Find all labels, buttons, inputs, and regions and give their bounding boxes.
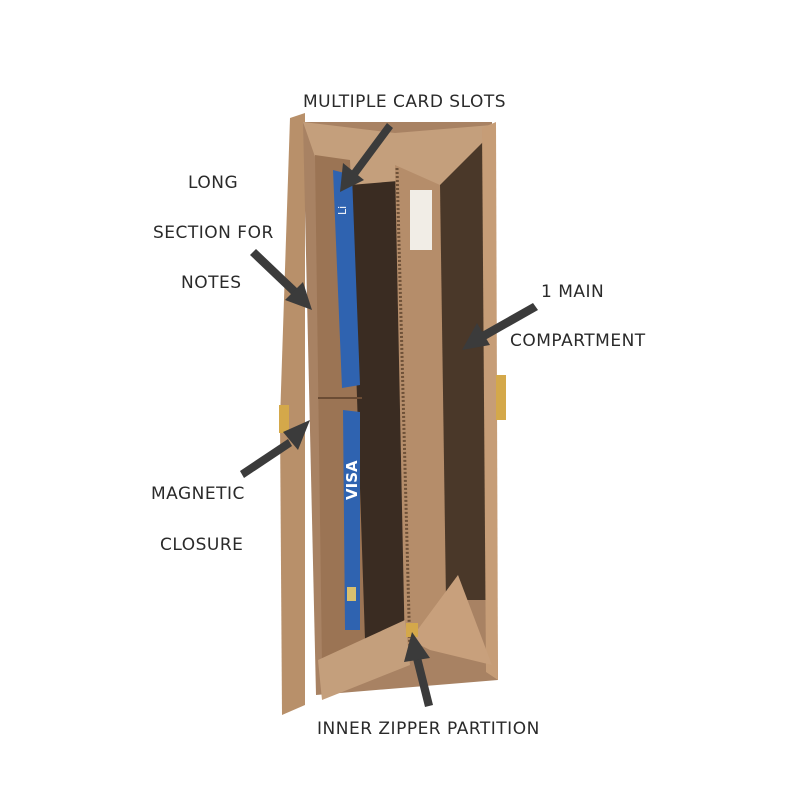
upper-card-brand: Li: [336, 206, 349, 215]
arrow-zipper: [404, 632, 433, 707]
right-clasp: [496, 375, 506, 420]
right-compartment-interior: [440, 140, 488, 600]
card-chip: [347, 587, 356, 601]
lower-card: [343, 410, 360, 630]
lower-card-brand: VISA: [343, 460, 361, 500]
main-compartment-interior: [350, 180, 410, 640]
upper-card: [333, 170, 360, 388]
arrow-closure: [240, 420, 310, 478]
wallet-front-wall: [482, 122, 498, 680]
label-zipper: INNER ZIPPER PARTITION: [317, 719, 540, 739]
label-main-line2: COMPARTMENT: [510, 331, 646, 351]
label-closure-line1: MAGNETIC: [151, 484, 245, 504]
arrow-card-slots: [340, 123, 393, 192]
label-card-slots: MULTIPLE CARD SLOTS: [303, 92, 507, 112]
label-closure-line2: CLOSURE: [160, 535, 244, 555]
arrow-notes: [250, 249, 312, 310]
zipper-pull: [406, 623, 418, 637]
label-notes-line3: NOTES: [181, 273, 242, 293]
zipper-track: [395, 167, 412, 656]
bottom-fold-right: [410, 575, 492, 665]
arrow-main-compartment: [462, 303, 538, 350]
wallet-outer-panel: [280, 113, 305, 715]
label-notes-line2: SECTION FOR: [153, 223, 274, 243]
label-notes-line1: LONG: [188, 173, 239, 193]
bottom-fold-left: [318, 620, 410, 700]
left-clasp: [279, 405, 289, 433]
label-main-line1: 1 MAIN: [541, 282, 605, 302]
price-tag: [410, 190, 432, 250]
